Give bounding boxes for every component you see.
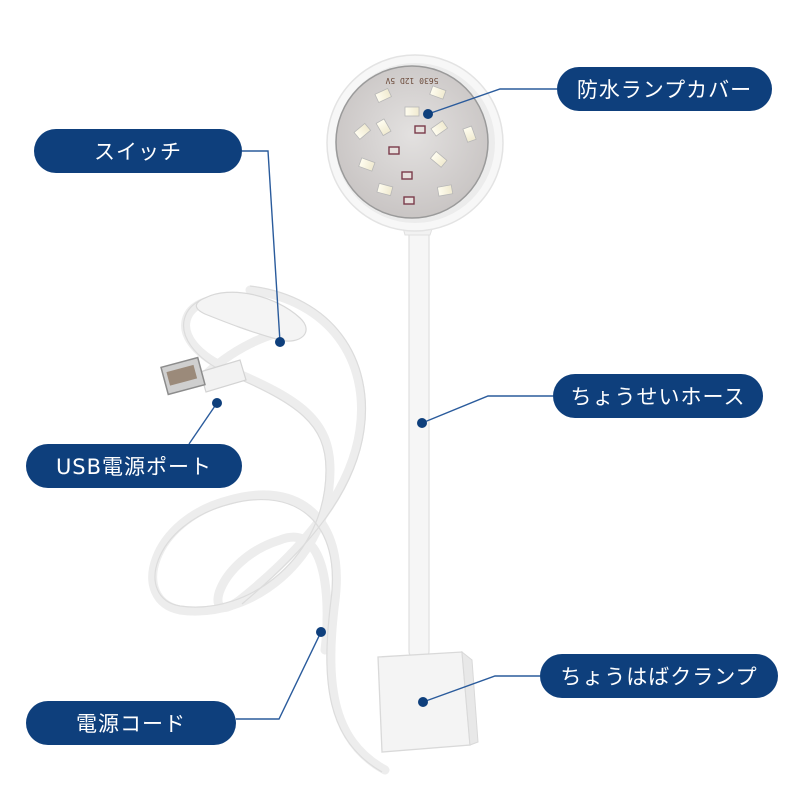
label-lamp-cover: 防水ランプカバー xyxy=(557,67,772,111)
label-clamp: ちょうはばクランプ xyxy=(540,654,778,698)
label-usb-port: USB電源ポート xyxy=(26,444,242,488)
leader-dots xyxy=(212,109,433,707)
lamp-head xyxy=(326,54,504,236)
lamp-board-marking: 5630 12D 5V xyxy=(385,76,438,85)
label-hose: ちょうせいホース xyxy=(553,374,763,418)
led-resistors xyxy=(388,125,426,205)
label-switch: スイッチ xyxy=(34,129,242,173)
gooseneck-hose xyxy=(408,219,430,661)
usb-plug xyxy=(160,356,247,396)
leader-lines xyxy=(188,88,557,720)
label-power-cord: 電源コード xyxy=(26,701,236,745)
led-array xyxy=(353,85,477,197)
